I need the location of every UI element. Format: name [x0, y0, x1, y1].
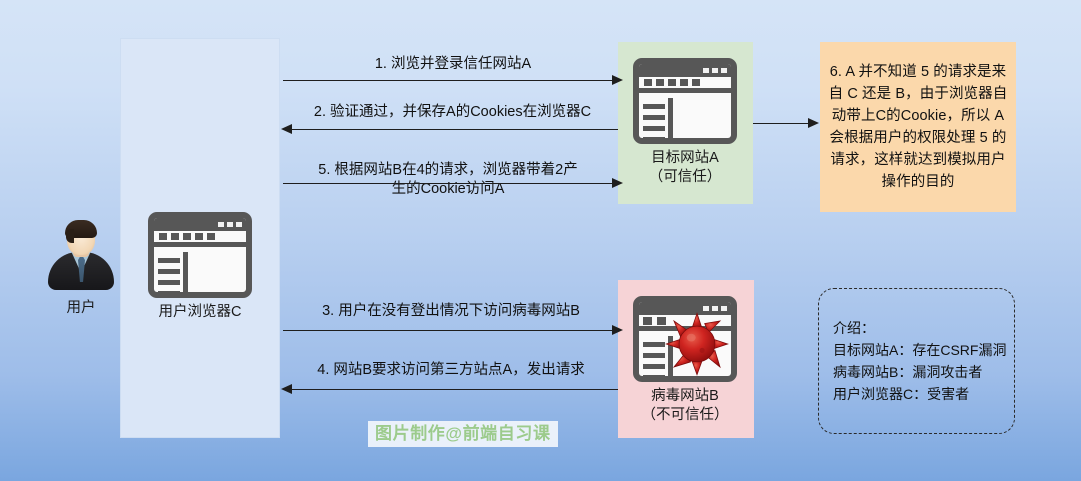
actor-user: 用户 — [36, 218, 126, 318]
browser-c-caption: 用户浏览器C — [158, 304, 242, 320]
step-5-arrowhead — [612, 178, 623, 188]
legend-panel: 介绍： 目标网站A：存在CSRF漏洞 病毒网站B：漏洞攻击者 用户浏览器C：受害… — [818, 288, 1015, 434]
step-5-line — [283, 183, 615, 184]
step-1-line — [283, 80, 615, 81]
site-a-to-note-line — [753, 123, 811, 124]
user-caption: 用户 — [66, 300, 96, 316]
site-b-caption: 病毒网站B （不可信任） — [641, 388, 729, 424]
legend-line-0: 介绍： — [833, 319, 875, 336]
legend-line-3: 用户浏览器C：受害者 — [833, 386, 970, 403]
step-2-arrowhead — [281, 124, 292, 134]
watermark: 图片制作@前端自习课 — [368, 421, 558, 448]
step-4-arrowhead — [281, 384, 292, 394]
site-a-caption: 目标网站A （可信任） — [648, 150, 722, 186]
step-3-label: 3. 用户在没有登出情况下访问病毒网站B — [322, 303, 580, 319]
step-4-line — [288, 389, 618, 390]
step-4-label: 4. 网站B要求访问第三方站点A，发出请求 — [317, 362, 585, 378]
browser-window-virus-icon — [633, 296, 737, 382]
step-3-line — [283, 330, 615, 331]
user-avatar-icon — [45, 218, 117, 294]
actor-browser-c: 用户浏览器C — [148, 212, 252, 322]
step-1-arrowhead — [612, 75, 623, 85]
browser-window-icon — [148, 212, 252, 298]
site-a-to-note-arrowhead — [808, 118, 819, 128]
actor-site-b: 病毒网站B （不可信任） — [633, 296, 737, 425]
actor-site-a: 目标网站A （可信任） — [633, 58, 737, 187]
virus-icon — [665, 312, 729, 376]
note-text: 6. A 并不知道 5 的请求是来自 C 还是 B，由于浏览器自动带上C的Coo… — [828, 63, 1008, 191]
step-3-arrowhead — [612, 325, 623, 335]
step-5-label: 5. 根据网站B在4的请求，浏览器带着2产 生的Cookie访问A — [318, 162, 578, 197]
legend-line-2: 病毒网站B：漏洞攻击者 — [833, 364, 983, 380]
legend-line-1: 目标网站A：存在CSRF漏洞 — [833, 341, 1007, 358]
step-1-label: 1. 浏览并登录信任网站A — [374, 56, 532, 72]
note-panel: 6. A 并不知道 5 的请求是来自 C 还是 B，由于浏览器自动带上C的Coo… — [820, 42, 1016, 212]
step-2-line — [288, 129, 618, 130]
step-2-label: 2. 验证通过，并保存A的Cookies在浏览器C — [313, 104, 592, 120]
browser-window-icon — [633, 58, 737, 144]
